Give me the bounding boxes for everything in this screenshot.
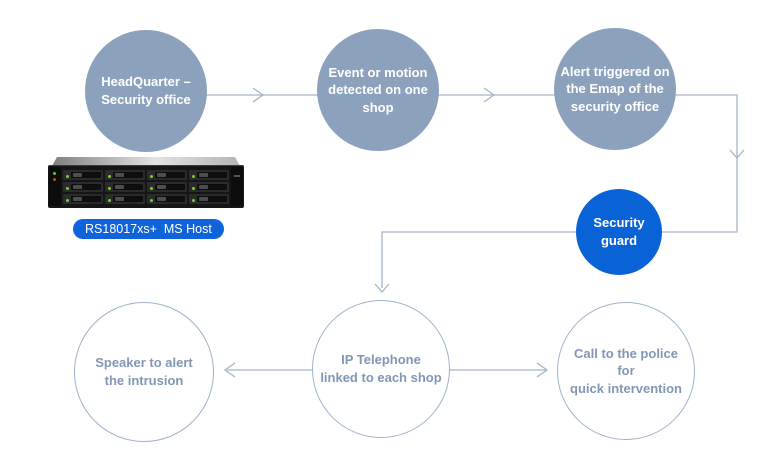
drive-bay bbox=[189, 170, 229, 180]
drive-led-icon bbox=[150, 199, 153, 202]
drive-led-icon bbox=[108, 175, 111, 178]
node-label: Alert triggered on the Emap of the secur… bbox=[560, 63, 670, 114]
drive-bay bbox=[105, 182, 145, 192]
status-led-icon bbox=[53, 172, 56, 175]
node-event-motion-detected: Event or motion detected on one shop bbox=[317, 29, 439, 151]
drive-bay bbox=[63, 182, 103, 192]
drive-led-icon bbox=[66, 175, 69, 178]
node-alert-triggered-emap: Alert triggered on the Emap of the secur… bbox=[554, 28, 676, 150]
drive-bay bbox=[105, 170, 145, 180]
nas-rack-server-image bbox=[48, 157, 244, 208]
drive-led-icon bbox=[192, 199, 195, 202]
node-label: IP Telephone linked to each shop bbox=[320, 352, 442, 385]
arrowhead-right-icon bbox=[483, 87, 496, 103]
drive-bay bbox=[105, 194, 145, 204]
node-security-guard: Security guard bbox=[576, 189, 662, 275]
drive-bay bbox=[189, 194, 229, 204]
node-label: Speaker to alert the intrusion bbox=[95, 355, 193, 388]
arrowhead-left-icon bbox=[223, 362, 236, 378]
arrowhead-right-icon bbox=[536, 362, 549, 378]
drive-led-icon bbox=[192, 187, 195, 190]
drive-bay bbox=[63, 170, 103, 180]
drive-led-icon bbox=[66, 187, 69, 190]
node-label: Event or motion detected on one shop bbox=[328, 64, 428, 115]
node-label: HeadQuarter – Security office bbox=[101, 74, 191, 107]
drive-led-icon bbox=[66, 199, 69, 202]
node-label: Call to the police for quick interventio… bbox=[570, 345, 682, 396]
arrowhead-down-icon bbox=[729, 149, 745, 159]
power-slot-icon bbox=[234, 175, 240, 177]
server-right-ear bbox=[231, 167, 243, 206]
server-left-ear bbox=[49, 167, 61, 206]
server-host-label: RS18017xs+ MS Host bbox=[85, 222, 212, 236]
drive-led-icon bbox=[192, 175, 195, 178]
server-front-panel bbox=[48, 165, 244, 208]
alert-led-icon bbox=[53, 178, 56, 181]
node-ip-telephone: IP Telephone linked to each shop bbox=[312, 300, 450, 438]
connector-alert-guard-telephone bbox=[381, 94, 738, 288]
drive-bay bbox=[63, 194, 103, 204]
arrowhead-right-icon bbox=[252, 87, 265, 103]
drive-bay-grid bbox=[63, 170, 229, 204]
drive-bay bbox=[147, 194, 187, 204]
node-speaker-alert-intrusion: Speaker to alert the intrusion bbox=[74, 302, 214, 442]
drive-led-icon bbox=[108, 199, 111, 202]
drive-led-icon bbox=[150, 187, 153, 190]
drive-led-icon bbox=[108, 187, 111, 190]
server-host-badge: RS18017xs+ MS Host bbox=[73, 219, 224, 239]
drive-bay bbox=[189, 182, 229, 192]
node-call-police: Call to the police for quick interventio… bbox=[557, 302, 695, 440]
node-label: Security guard bbox=[593, 215, 645, 248]
drive-bay bbox=[147, 170, 187, 180]
drive-led-icon bbox=[150, 175, 153, 178]
arrowhead-down-icon bbox=[374, 283, 390, 293]
server-top-face bbox=[52, 157, 240, 166]
node-headquarter-security-office: HeadQuarter – Security office bbox=[85, 30, 207, 152]
drive-bay bbox=[147, 182, 187, 192]
